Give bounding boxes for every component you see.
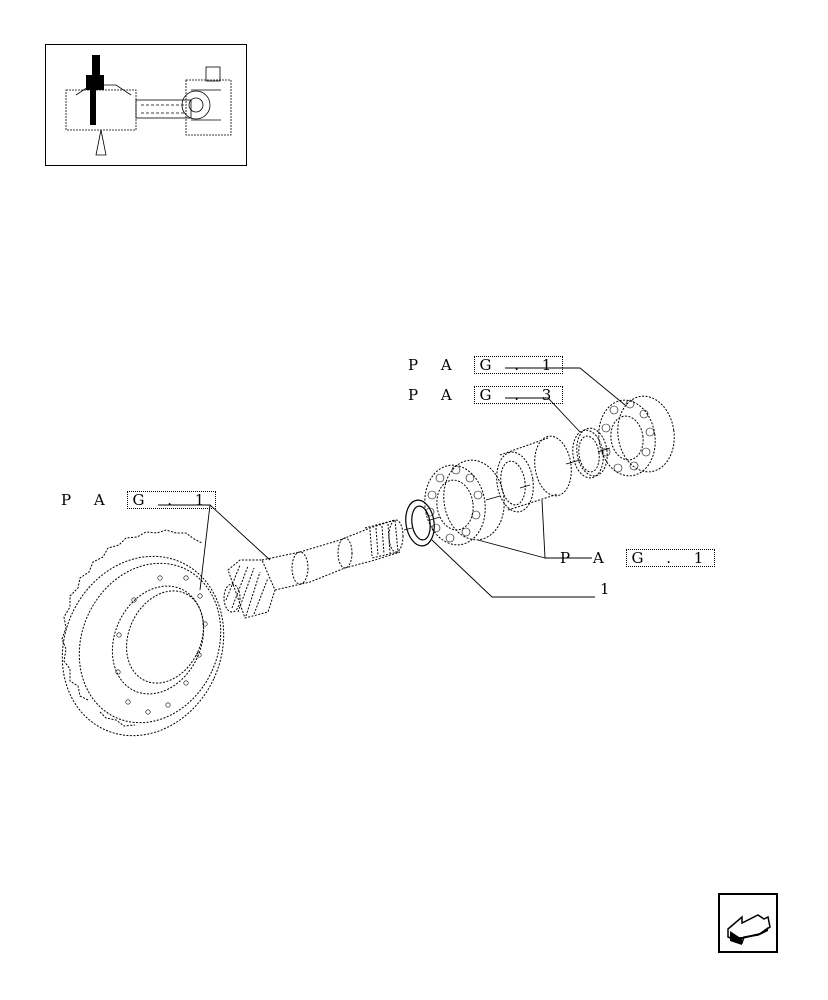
pinion-shaft	[223, 519, 404, 619]
callout-prefix: P A	[61, 491, 128, 509]
callout-ref-right: P A G . 1	[560, 549, 716, 567]
callout-prefix: P A	[408, 356, 475, 374]
callout-box: G . 3	[474, 386, 564, 404]
callout-box: G . 1	[127, 491, 217, 509]
leader-lines	[158, 367, 626, 598]
outer-bearing	[598, 395, 675, 477]
spacer-sleeve	[496, 435, 572, 513]
ring-gear	[61, 529, 225, 737]
callout-box: G . 1	[474, 356, 564, 374]
callout-prefix: P A	[408, 386, 475, 404]
callout-ref-top-3: P A G . 3	[408, 386, 564, 404]
axle-thumbnail	[45, 44, 247, 166]
back-arrow-icon	[727, 914, 771, 945]
callout-box: G . 1	[626, 549, 716, 567]
callout-ref-left: P A G . 1	[61, 491, 217, 509]
part-number-label: 1	[600, 580, 610, 598]
centerline	[403, 447, 611, 531]
callout-prefix: P A	[560, 549, 627, 567]
inner-bearing	[424, 459, 505, 546]
callout-ref-top-1: P A G . 1	[408, 356, 564, 374]
shim-ring	[405, 499, 435, 547]
small-ring	[572, 427, 608, 479]
back-arrow-button[interactable]	[718, 893, 778, 953]
axle-assembly-thumbnail-icon	[65, 55, 232, 156]
